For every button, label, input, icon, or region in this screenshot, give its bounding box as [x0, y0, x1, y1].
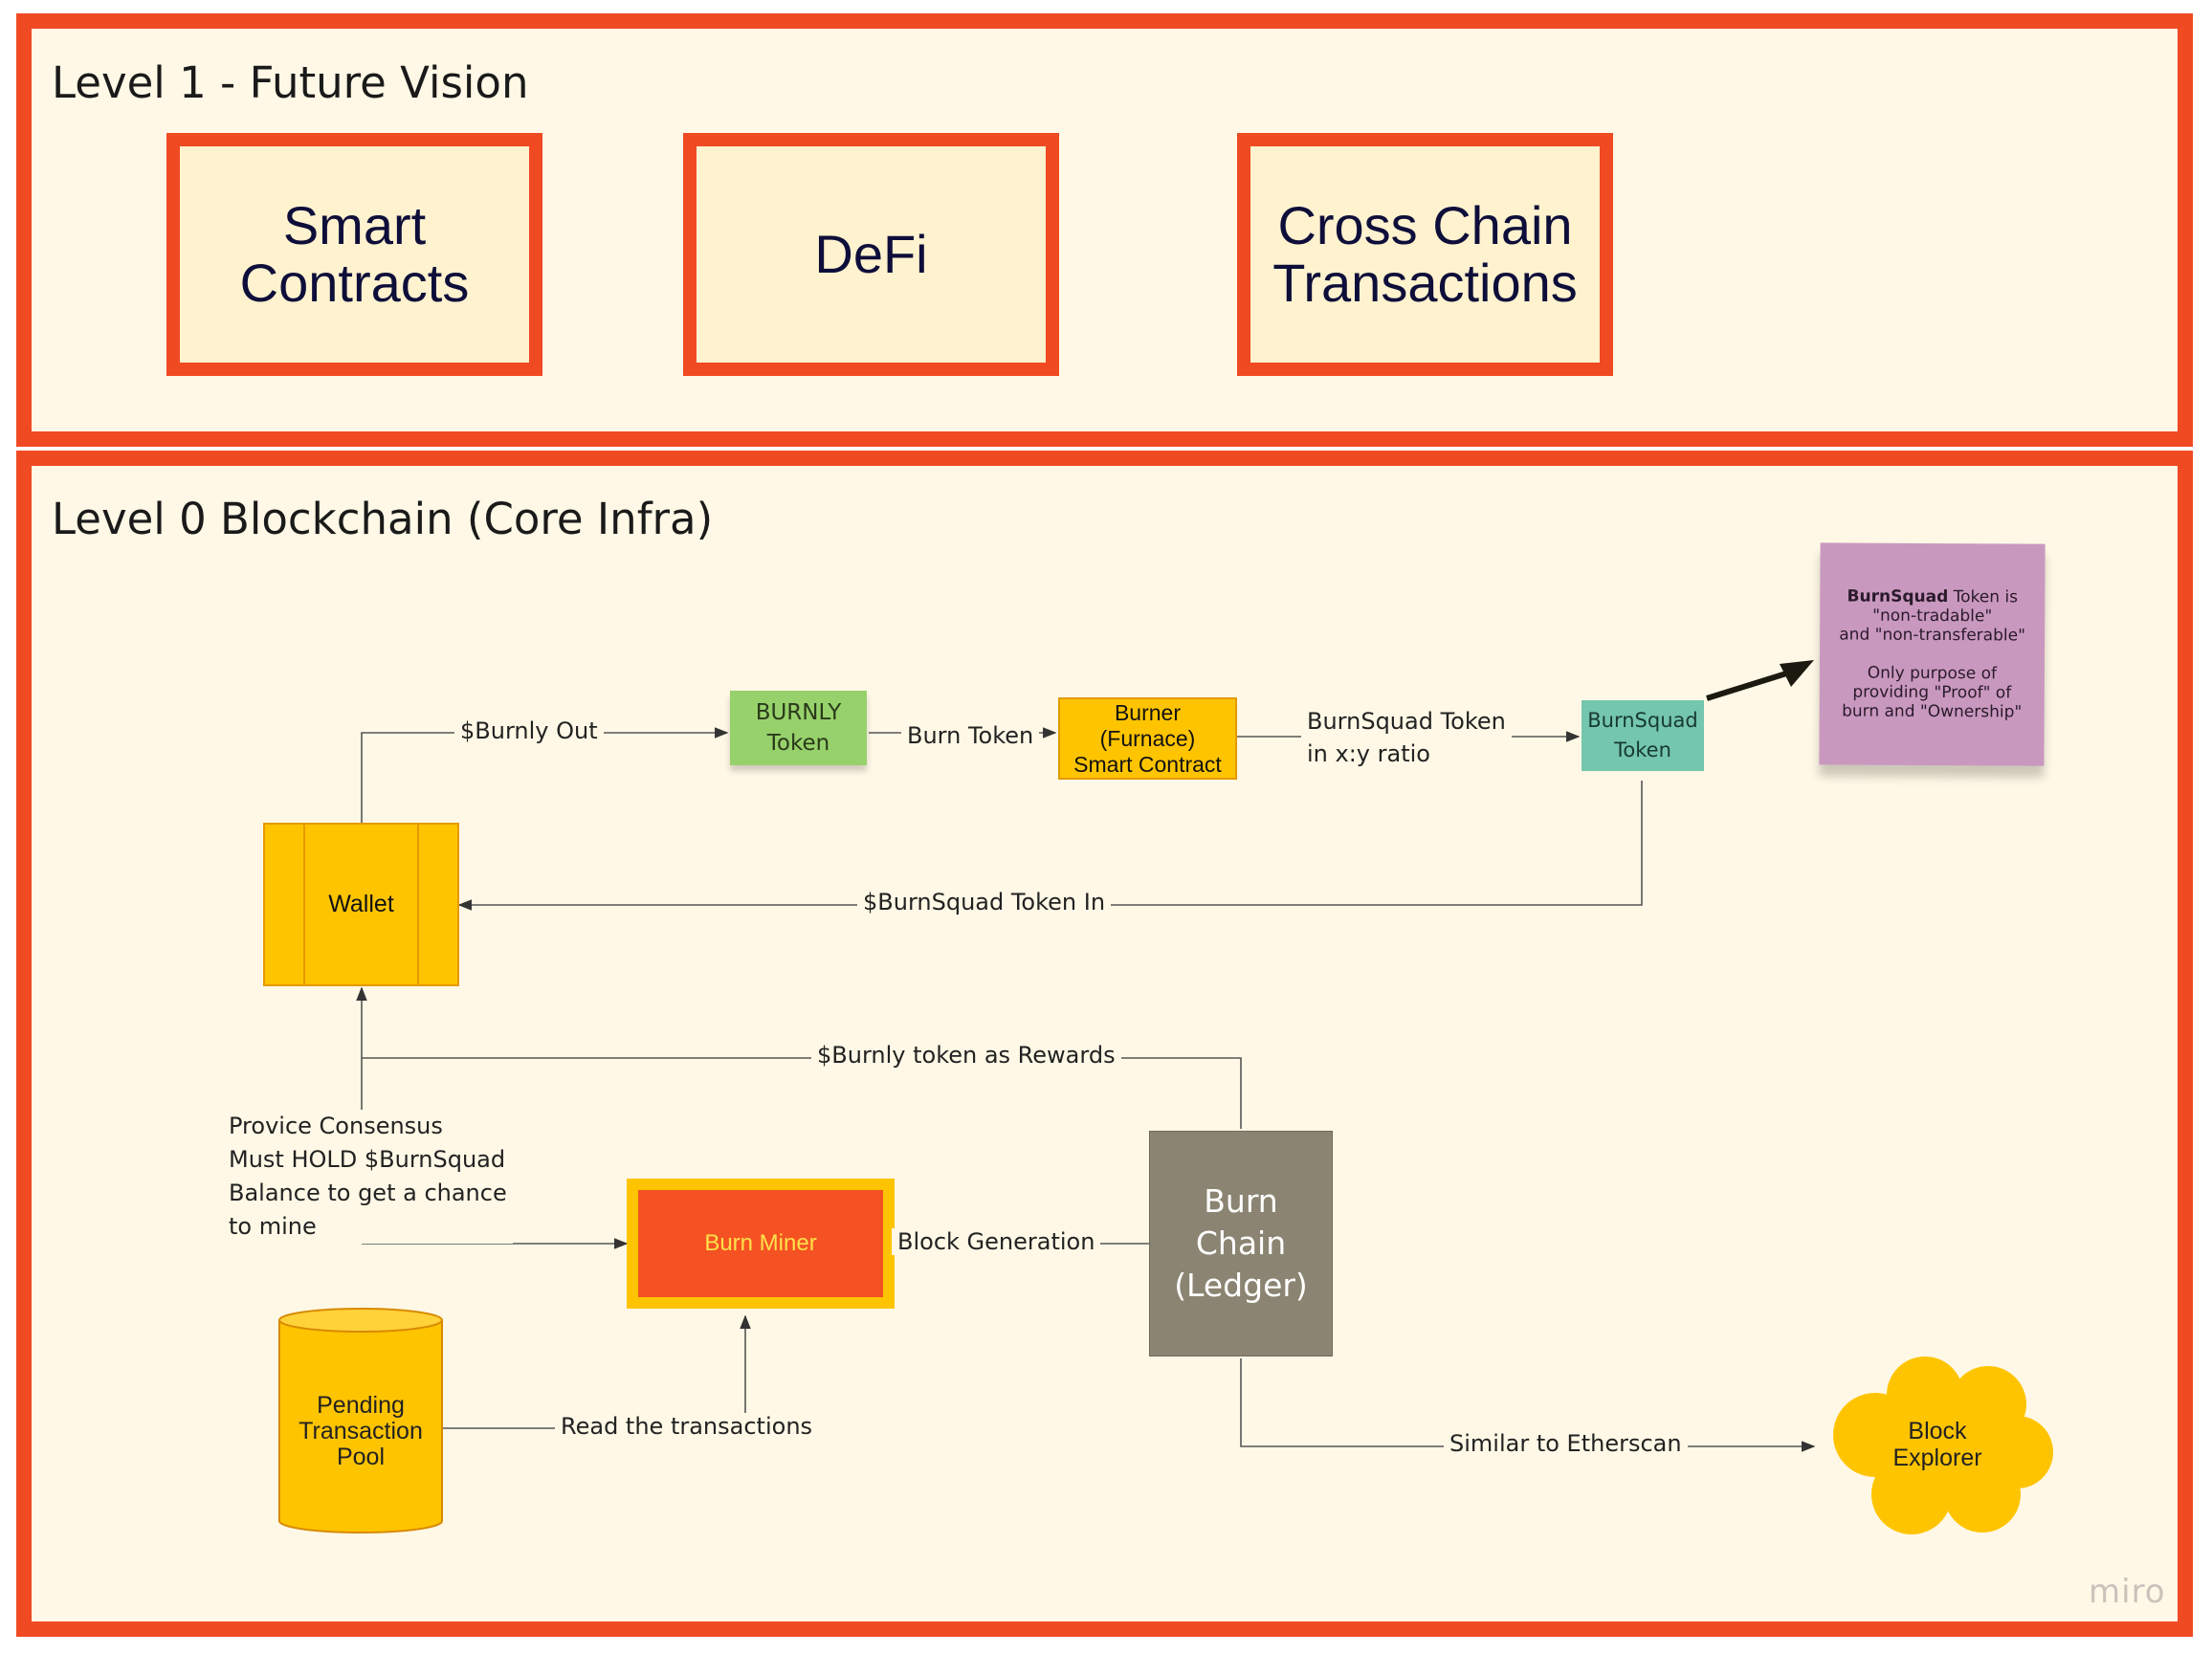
burn-chain-line3: (Ledger)	[1174, 1267, 1308, 1304]
wallet-node[interactable]: Wallet	[263, 823, 459, 986]
consensus-line4: to mine	[229, 1213, 317, 1240]
edge-label-similar-etherscan: Similar to Etherscan	[1444, 1430, 1688, 1457]
level0-title: Level 0 Blockchain (Core Infra)	[52, 494, 714, 544]
sticky-line3: and "non-transferable"	[1839, 625, 2025, 646]
block-explorer-line2: Explorer	[1892, 1444, 1982, 1471]
sticky-line2: "non-tradable"	[1872, 606, 1993, 627]
burner-contract-node[interactable]: Burner(Furnace)Smart Contract	[1058, 697, 1237, 780]
block-explorer-line1: Block	[1908, 1418, 1967, 1444]
level1-title: Level 1 - Future Vision	[52, 57, 529, 108]
burnly-token-line1: BURNLY	[755, 700, 842, 725]
wallet-label: Wallet	[328, 891, 394, 917]
consensus-line1: Provice Consensus	[229, 1113, 443, 1139]
miro-watermark: miro	[2089, 1573, 2166, 1611]
edge-label-burnsquad-in: $BurnSquad Token In	[857, 889, 1112, 915]
sticky-line7: burn and "Ownership"	[1842, 701, 2023, 722]
defi-box[interactable]: DeFi	[683, 133, 1059, 376]
consensus-line2: Must HOLD $BurnSquad	[229, 1146, 506, 1173]
burnly-token-node[interactable]: BURNLY Token	[730, 691, 867, 765]
edge-label-block-generation: Block Generation	[892, 1228, 1101, 1255]
sticky-line6: providing "Proof" of	[1852, 682, 2012, 703]
burn-chain-line2: Chain	[1195, 1224, 1287, 1262]
edge-label-rewards: $Burnly token as Rewards	[811, 1042, 1121, 1069]
sticky-line5: Only purpose of	[1867, 663, 1998, 684]
sticky-bold-text: BurnSquad	[1847, 586, 1949, 607]
wallet-divider-right	[417, 825, 419, 984]
sticky-spacer	[1839, 644, 2025, 664]
sticky-line1-rest: Token is	[1948, 587, 2019, 607]
burn-miner-label: Burn Miner	[704, 1230, 817, 1256]
burnly-token-line2: Token	[766, 731, 830, 756]
smart-contracts-line2: Contracts	[239, 253, 470, 313]
burnsquad-token-line2: Token	[1614, 739, 1671, 761]
edge-label-consensus: Provice Consensus Must HOLD $BurnSquad B…	[223, 1110, 513, 1244]
ratio-line1: BurnSquad Token	[1307, 708, 1506, 735]
smart-contracts-line1: Smart	[282, 195, 427, 255]
pending-pool-line2: Transaction	[299, 1417, 423, 1444]
burn-miner-inner: Burn Miner	[638, 1190, 883, 1297]
edge-label-burn-token: Burn Token	[901, 722, 1040, 749]
burnsquad-token-line1: BurnSquad	[1587, 709, 1698, 732]
consensus-line3: Balance to get a chance	[229, 1180, 507, 1206]
burnsquad-sticky-note[interactable]: BurnSquad Token is "non-tradable" and "n…	[1819, 542, 2046, 766]
pending-pool-line1: Pending	[317, 1391, 405, 1419]
cross-chain-line2: Transactions	[1272, 253, 1578, 313]
edge-label-burnly-out: $Burnly Out	[454, 717, 604, 744]
burner-line2: (Furnace)	[1099, 725, 1196, 751]
edge-label-burnsquad-ratio: BurnSquad Token in x:y ratio	[1301, 705, 1512, 770]
burner-line1: Burner	[1114, 699, 1182, 725]
cross-chain-line1: Cross Chain	[1277, 195, 1573, 255]
burner-line3: Smart Contract	[1073, 751, 1222, 777]
ratio-line2: in x:y ratio	[1307, 740, 1430, 767]
burn-miner-node[interactable]: Burn Miner	[627, 1179, 895, 1309]
defi-label: DeFi	[814, 224, 928, 284]
edge-label-read-transactions: Read the transactions	[555, 1413, 819, 1440]
block-explorer-cloud	[1833, 1356, 2053, 1534]
burn-chain-line1: Burn	[1204, 1182, 1278, 1220]
sticky-pointer-arrow	[1706, 667, 1800, 701]
pending-pool-line3: Pool	[336, 1443, 386, 1470]
pending-pool-cylinder	[278, 1308, 443, 1533]
wallet-divider-left	[303, 825, 305, 984]
